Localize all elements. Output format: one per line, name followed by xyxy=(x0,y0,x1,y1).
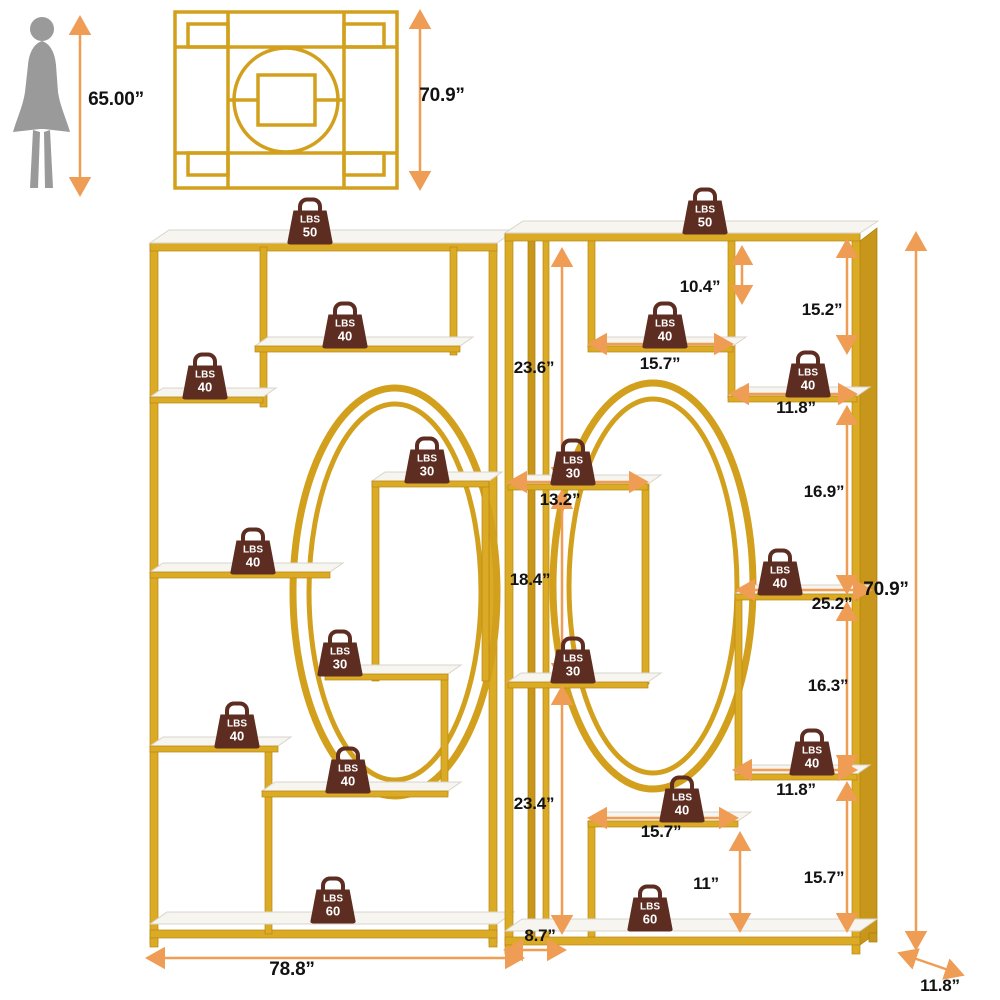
dimension-label: 11” xyxy=(693,874,719,893)
weight-handle-icon xyxy=(561,438,585,454)
dimension-label-depth: 11.8” xyxy=(920,976,960,995)
dimension-label-overall-height: 70.9” xyxy=(863,579,909,600)
dimension-label: 15.7” xyxy=(803,868,845,887)
weight-handle-icon xyxy=(328,629,352,645)
dimension-label-frontview-height: 70.9” xyxy=(419,85,465,106)
dimension-label: 16.3” xyxy=(807,676,849,695)
weight-handle-icon xyxy=(670,775,694,791)
weight-handle-icon xyxy=(638,884,662,900)
weight-handle-icon xyxy=(193,352,217,368)
dimension-label: 8.7” xyxy=(524,926,556,945)
front-view-lattice xyxy=(173,10,399,190)
left-unit xyxy=(148,229,518,948)
dimension-label: 11.8” xyxy=(776,398,816,417)
dimension-label: 11.8” xyxy=(776,780,816,799)
weight-handle-icon xyxy=(796,350,820,366)
dimension-label-person-height: 65.00” xyxy=(88,89,144,110)
dimension-label: 15.2” xyxy=(801,300,843,319)
dimension-label: 23.4” xyxy=(513,794,555,813)
weight-handle-icon xyxy=(693,187,717,203)
weight-handle-icon xyxy=(225,701,249,717)
dimension-label: 16.9” xyxy=(803,482,845,501)
weight-handle-icon xyxy=(321,876,345,892)
dimension-label: 10.4” xyxy=(679,277,721,296)
weight-handle-icon xyxy=(333,301,357,317)
person-silhouette-icon xyxy=(13,17,70,188)
dimension-label-overall-width: 78.8” xyxy=(269,959,315,980)
weight-handle-icon xyxy=(561,636,585,652)
weight-handle-icon xyxy=(768,548,792,564)
dimension-label: 13.2” xyxy=(539,490,581,509)
weight-handle-icon xyxy=(298,197,322,213)
weight-handle-icon xyxy=(653,301,677,317)
dimension-label: 23.6” xyxy=(513,358,555,377)
weight-handle-icon xyxy=(800,728,824,744)
dimension-label: 18.4” xyxy=(509,570,551,589)
dimension-label: 25.2” xyxy=(811,594,853,613)
weight-handle-icon xyxy=(241,527,265,543)
weight-handle-icon xyxy=(415,436,439,452)
dimension-label: 15.7” xyxy=(639,354,681,373)
weight-handle-icon xyxy=(336,746,360,762)
dimension-label: 15.7” xyxy=(640,822,682,841)
